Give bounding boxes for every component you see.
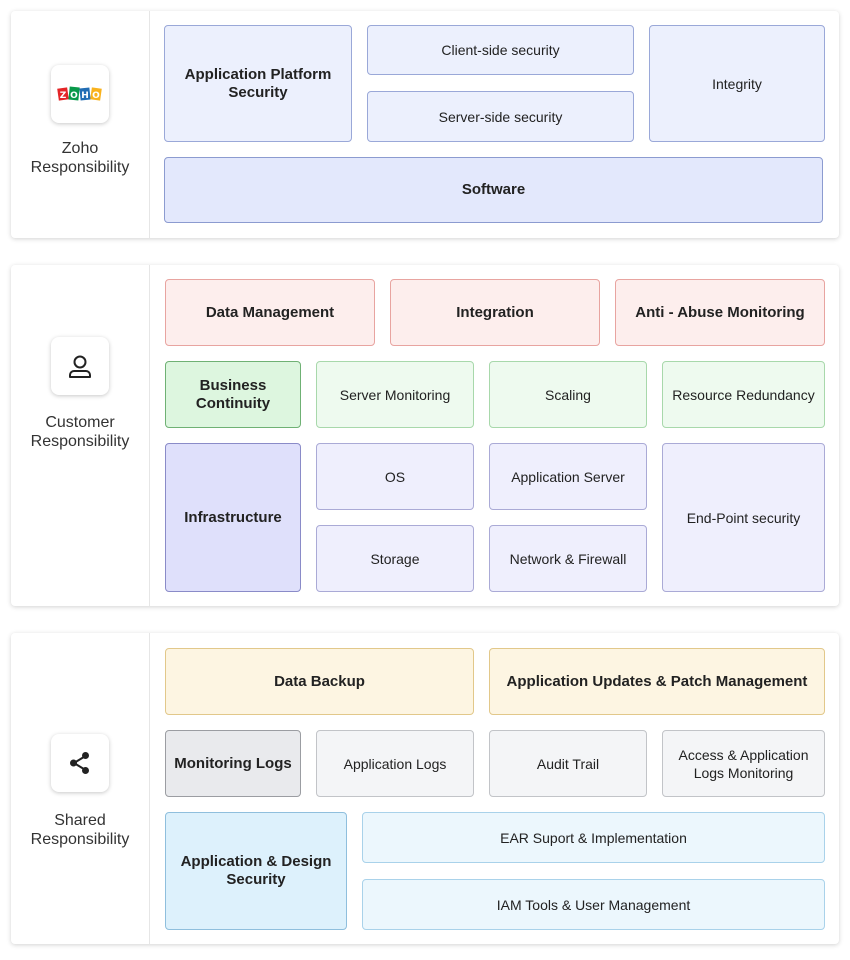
access-logs-monitoring-box: Access & Application Logs Monitoring [662, 730, 825, 797]
shared-responsibility-label: Shared Responsibility [30, 812, 130, 848]
svg-text:O: O [70, 91, 78, 101]
monitoring-logs-box: Monitoring Logs [165, 730, 301, 797]
storage-box: Storage [316, 525, 474, 592]
zoho-logo: Z O H O [57, 86, 102, 101]
customer-icon-box [51, 337, 109, 395]
svg-text:O: O [92, 91, 100, 101]
shared-side-column: Shared Responsibility [11, 633, 150, 944]
share-icon [70, 752, 89, 774]
scaling-box: Scaling [489, 361, 647, 428]
app-updates-patch-box: Application Updates & Patch Management [489, 648, 825, 715]
application-server-box: Application Server [489, 443, 647, 510]
data-backup-box: Data Backup [165, 648, 474, 715]
client-side-security-box: Client-side security [367, 25, 634, 75]
zoho-logo-box: Z O H O [51, 65, 109, 123]
software-box: Software [164, 157, 823, 223]
user-icon [69, 355, 91, 378]
audit-trail-box: Audit Trail [489, 730, 647, 797]
integrity-box: Integrity [649, 25, 825, 142]
integration-box: Integration [390, 279, 600, 346]
shared-icon-box [51, 734, 109, 792]
application-logs-box: Application Logs [316, 730, 474, 797]
data-management-box: Data Management [165, 279, 375, 346]
zoho-responsibility-label: Zoho Responsibility [30, 140, 130, 176]
customer-side-column: Customer Responsibility [11, 265, 150, 606]
svg-text:Z: Z [60, 91, 67, 101]
app-platform-security-box: Application Platform Security [164, 25, 352, 142]
resource-redundancy-box: Resource Redundancy [662, 361, 825, 428]
anti-abuse-monitoring-box: Anti - Abuse Monitoring [615, 279, 825, 346]
server-monitoring-box: Server Monitoring [316, 361, 474, 428]
iam-tools-box: IAM Tools & User Management [362, 879, 825, 930]
business-continuity-box: Business Continuity [165, 361, 301, 428]
zoho-responsibility-panel: Z O H O Zoho Responsibility Application … [11, 11, 839, 238]
ear-support-box: EAR Suport & Implementation [362, 812, 825, 863]
infrastructure-box: Infrastructure [165, 443, 301, 592]
network-firewall-box: Network & Firewall [489, 525, 647, 592]
customer-responsibility-label: Customer Responsibility [30, 414, 130, 450]
app-design-security-box: Application & Design Security [165, 812, 347, 930]
shared-responsibility-panel: Shared Responsibility Data Backup Applic… [11, 633, 839, 944]
os-box: OS [316, 443, 474, 510]
svg-text:H: H [81, 91, 89, 101]
endpoint-security-box: End-Point security [662, 443, 825, 592]
zoho-side-column: Z O H O Zoho Responsibility [11, 11, 150, 238]
server-side-security-box: Server-side security [367, 91, 634, 142]
customer-responsibility-panel: Customer Responsibility Data Management … [11, 265, 839, 606]
